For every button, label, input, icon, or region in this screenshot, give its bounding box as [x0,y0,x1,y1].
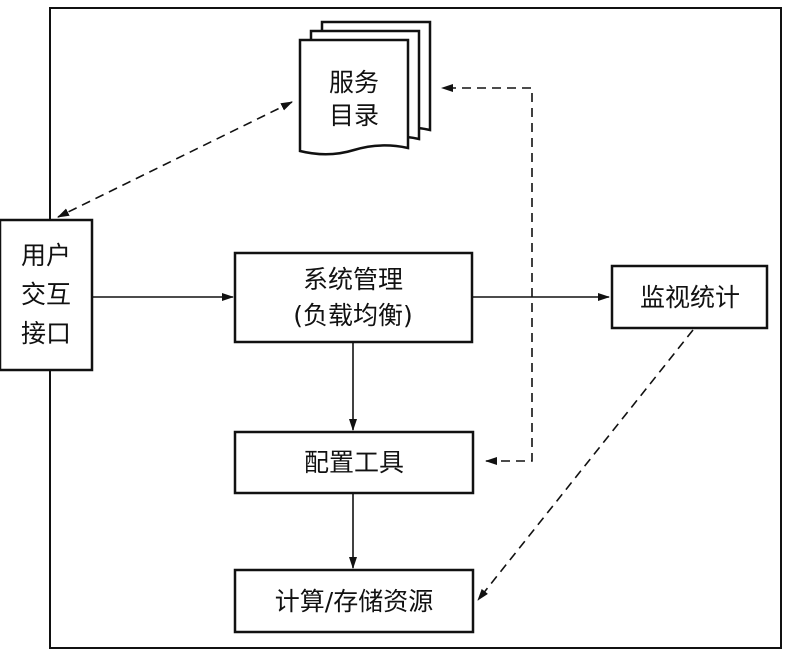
node-compute-storage-label: 计算/存储资源 [275,587,433,616]
node-monitoring-label: 监视统计 [640,283,740,312]
node-system-management-label-line1: 系统管理 [303,265,403,294]
edge-catalog-user-dashed [57,101,293,218]
node-config-tool-label: 配置工具 [304,448,404,477]
edge-monitoring-compute-dashed [477,329,694,601]
node-system-management-label-line2: (负载均衡) [293,301,413,330]
node-user-interface: 用户 交互 接口 [0,218,94,372]
node-service-catalog: 服务 目录 [298,20,432,156]
node-user-interface-label-line1: 用户 [21,241,71,270]
node-system-management: 系统管理 (负载均衡) [233,251,474,344]
node-monitoring: 监视统计 [610,264,769,330]
node-user-interface-label-line2: 交互 [21,280,71,309]
edge-config-catalog-dashed [441,84,533,465]
node-compute-storage: 计算/存储资源 [233,568,475,634]
node-user-interface-label-line3: 接口 [21,319,71,348]
node-service-catalog-label-line1: 服务 [329,68,379,97]
node-config-tool: 配置工具 [233,430,475,495]
node-service-catalog-label-line2: 目录 [329,101,379,130]
